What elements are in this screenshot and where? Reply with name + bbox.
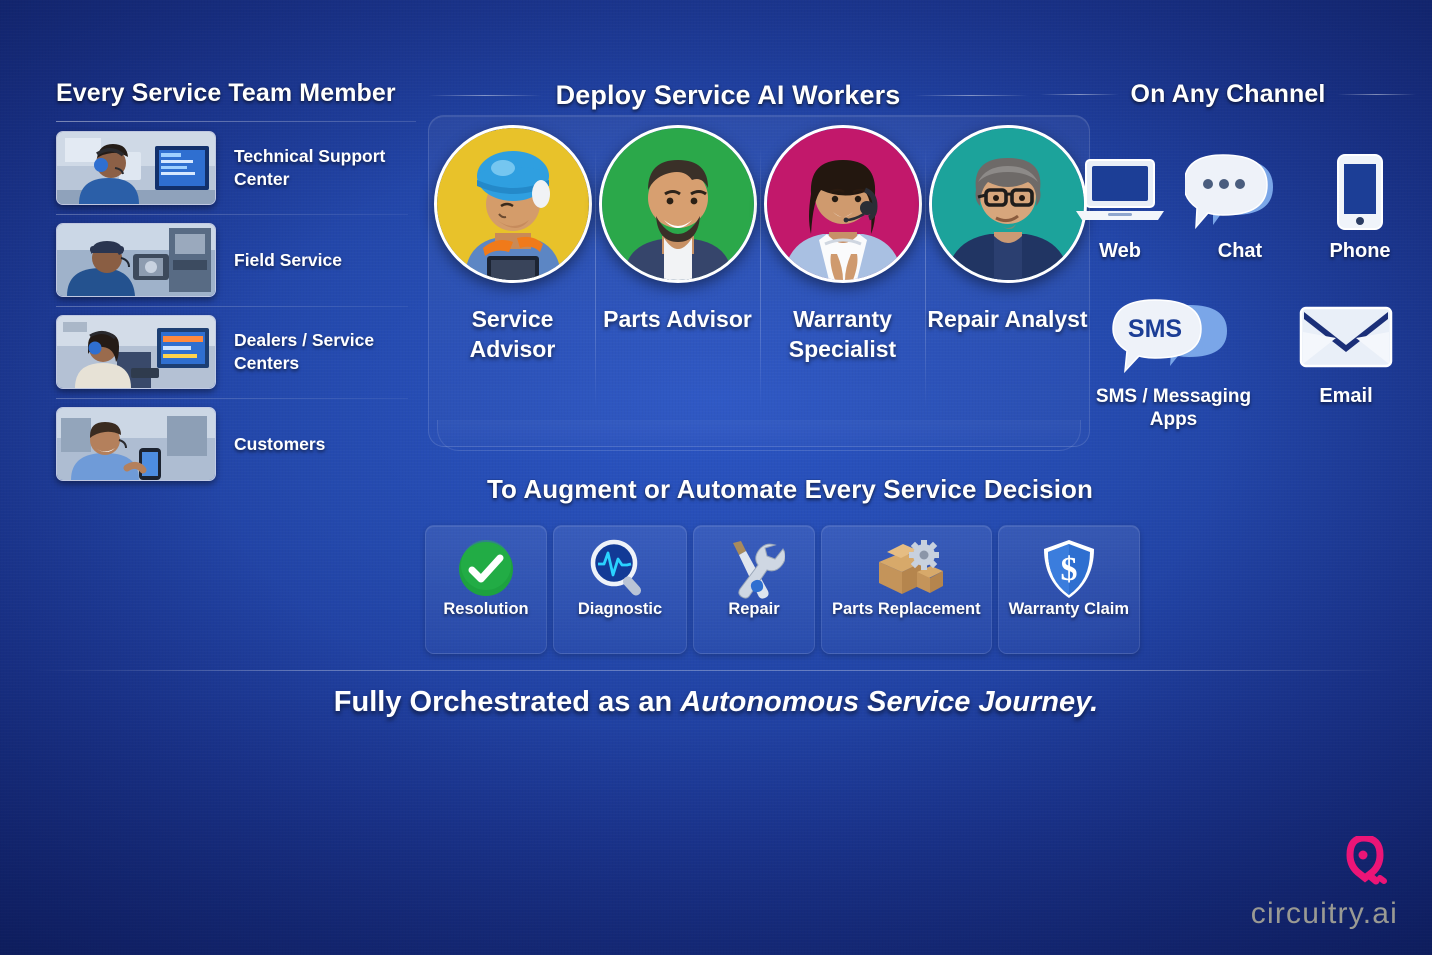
decision-label: Repair [728, 600, 780, 618]
ai-worker-card[interactable]: Service Advisor [430, 125, 595, 364]
channel-web[interactable]: Web [1060, 150, 1180, 263]
channel-label: SMS / Messaging Apps [1095, 386, 1252, 430]
ai-worker-name: Warranty Specialist [788, 306, 897, 362]
member-thumbnail [56, 131, 216, 205]
decisions-header: To Augment or Automate Every Service Dec… [420, 474, 1160, 505]
ai-workers-heading: Deploy Service AI Workers [555, 80, 901, 110]
member-thumbnail [56, 223, 216, 297]
member-thumbnail [56, 407, 216, 481]
ai-workers-header: Deploy Service AI Workers [428, 80, 1028, 111]
decisions-heading: To Augment or Automate Every Service Dec… [486, 474, 1094, 504]
member-thumbnail [56, 315, 216, 389]
decision-label: Warranty Claim [1008, 600, 1130, 618]
chat-bubbles-icon [1185, 150, 1295, 234]
decision-card-diagnostic[interactable]: Diagnostic [552, 525, 688, 654]
avatar [433, 125, 592, 283]
team-members-heading: Every Service Team Member [56, 79, 396, 107]
channel-phone[interactable]: Phone [1300, 150, 1420, 263]
wrench-screwdriver-icon [723, 538, 786, 600]
decisions-list: Resolution Diagnostic Rep [425, 525, 1141, 654]
ai-workers-list: Service Advisor [430, 125, 1090, 409]
list-item-label: Technical Support Center [234, 146, 386, 189]
heading-line-right [914, 95, 1028, 96]
list-item[interactable]: Dealers / Service Centers [56, 306, 416, 398]
heading-line-left [1040, 94, 1119, 95]
list-item[interactable]: Customers [56, 398, 416, 490]
brand-logo[interactable]: circuitry.ai [1250, 834, 1398, 931]
ai-worker-card[interactable]: Repair Analyst [925, 125, 1090, 409]
channels-row-secondary: SMS SMS / Messaging Apps Email [1086, 295, 1406, 431]
avatar [928, 125, 1087, 283]
decision-label: Diagnostic [577, 600, 663, 618]
tagline-prefix: Fully Orchestrated as an [333, 686, 681, 718]
channel-chat[interactable]: Chat [1180, 150, 1300, 263]
svg-text:SMS: SMS [1127, 315, 1181, 343]
list-item-label: Customers [234, 433, 326, 454]
decision-card-warranty-claim[interactable]: $ Warranty Claim [997, 525, 1141, 654]
ai-workers-panel-base [437, 420, 1081, 451]
list-item-label: Dealers / Service Centers [234, 330, 375, 373]
team-members-section: Every Service Team Member [56, 78, 416, 490]
boxes-gear-icon [867, 538, 945, 600]
tagline: Fully Orchestrated as an Autonomous Serv… [0, 686, 1432, 719]
decision-card-resolution[interactable]: Resolution [425, 525, 547, 654]
list-item[interactable]: Technical Support Center [56, 122, 416, 214]
heading-rule [56, 121, 416, 122]
ai-worker-name: Parts Advisor [603, 306, 752, 332]
list-item-label: Field Service [234, 249, 342, 270]
shield-dollar-icon: $ [1040, 538, 1098, 600]
decision-label: Parts Replacement [832, 600, 981, 618]
ai-worker-name: Service Advisor [469, 306, 556, 362]
svg-text:$: $ [1060, 551, 1077, 588]
channel-label: Email [1319, 385, 1373, 407]
magnifier-pulse-icon [589, 538, 651, 600]
sms-bubble-icon: SMS [1111, 295, 1237, 379]
channels-heading: On Any Channel [1130, 80, 1326, 108]
decision-card-repair[interactable]: Repair [693, 525, 815, 654]
decision-card-parts-replacement[interactable]: Parts Replacement [821, 525, 992, 654]
green-check-circle-icon [457, 538, 515, 600]
brand-logo-text: circuitry.ai [1250, 897, 1398, 930]
smartphone-icon [1334, 150, 1386, 234]
circuitry-droplet-icon [1336, 834, 1392, 895]
ai-worker-name: Repair Analyst [927, 306, 1088, 332]
avatar [763, 125, 922, 283]
heading-line-right [1337, 94, 1416, 95]
list-item[interactable]: Field Service [56, 214, 416, 306]
channels-header: On Any Channel [1040, 80, 1416, 109]
channel-label: Chat [1217, 240, 1263, 262]
ai-worker-card[interactable]: Parts Advisor [595, 125, 760, 409]
decision-label: Resolution [443, 600, 529, 618]
heading-line-left [428, 95, 542, 96]
channel-sms[interactable]: SMS SMS / Messaging Apps [1086, 295, 1261, 431]
envelope-icon [1298, 295, 1394, 379]
channels-row-primary: Web Chat Phone [1060, 150, 1420, 263]
channel-email[interactable]: Email [1286, 295, 1406, 431]
section-divider [30, 670, 1402, 671]
avatar [598, 125, 757, 283]
laptop-icon [1074, 150, 1166, 234]
tagline-emphasis: Autonomous Service Journey. [680, 686, 1099, 718]
channel-label: Web [1099, 240, 1141, 262]
channel-label: Phone [1329, 240, 1391, 262]
ai-worker-card[interactable]: Warranty Specialist [760, 125, 925, 409]
